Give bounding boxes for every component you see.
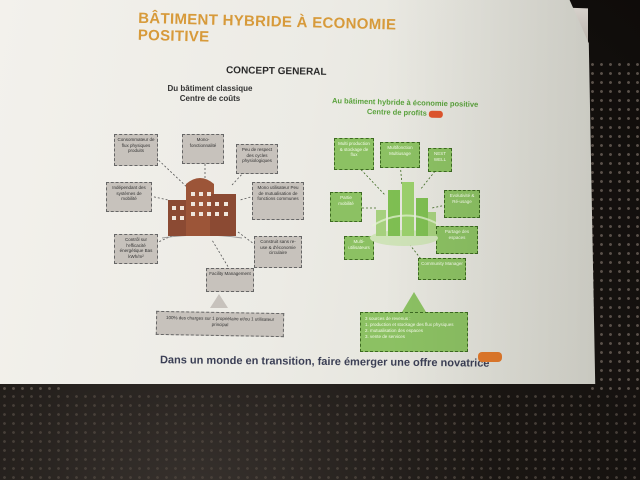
green-box-multifunction: Multifonction Multiusage	[380, 142, 420, 168]
green-arrow-icon	[402, 292, 426, 312]
gray-box-circular: Construit sans re-use & d'économie circu…	[254, 236, 302, 268]
gray-box-mono-function: Mono-fonctionnalité	[182, 134, 224, 164]
gray-arrow-icon	[210, 294, 228, 308]
revenue-item-3: 3. vente de services	[365, 334, 406, 339]
left-heading-line2: Centre de coûts	[179, 94, 241, 103]
revenue-title: 3 sources de revenus :	[365, 316, 411, 321]
acoustic-panel-right	[588, 60, 640, 390]
left-heading-line1: Du bâtiment classique	[167, 84, 253, 93]
green-box-nest-well: NEST WELL	[428, 148, 452, 172]
green-bottom-box: 3 sources de revenus : 1. production et …	[360, 312, 468, 352]
gray-box-facility: Facility Management	[206, 268, 254, 292]
green-box-mobility: Partie mobilité	[330, 192, 362, 222]
presenter-logo	[478, 352, 502, 362]
gray-bottom-box: 100% des charges sur 1 propriétaire et/o…	[155, 310, 285, 338]
hybrid-building-image	[370, 182, 439, 246]
gray-box-cycles: Peu de respect des cycles physiologiques	[236, 144, 278, 174]
green-box-multi-users: Multi-utilisateurs	[344, 236, 374, 260]
acoustic-panel-bottom	[0, 392, 640, 480]
gray-box-consumer: Consommateur de flux physiques produits	[114, 134, 158, 166]
left-heading: Du bâtiment classique Centre de coûts	[150, 84, 270, 104]
green-box-sharing: Partage des espaces	[436, 226, 478, 254]
green-box-production: Multi production & stockage de flux	[334, 138, 374, 170]
gray-box-mobility: Indépendant des systèmes de mobilité	[106, 182, 152, 212]
classic-building-image	[161, 178, 243, 239]
gray-box-mono-user: Mono utilisateur Peu de mutualisation de…	[252, 182, 304, 220]
green-box-evolutivity: Evolutivité & Ré-usage	[444, 190, 480, 218]
revenue-item-1: 1. production et stockage des flux physi…	[365, 322, 454, 327]
revenue-item-2: 2. mutualisation des espaces	[365, 328, 424, 333]
gray-box-energy: Contrôl sur l'efficacité énergétique Bas…	[114, 234, 158, 264]
green-box-community: Community Manager	[418, 258, 466, 280]
